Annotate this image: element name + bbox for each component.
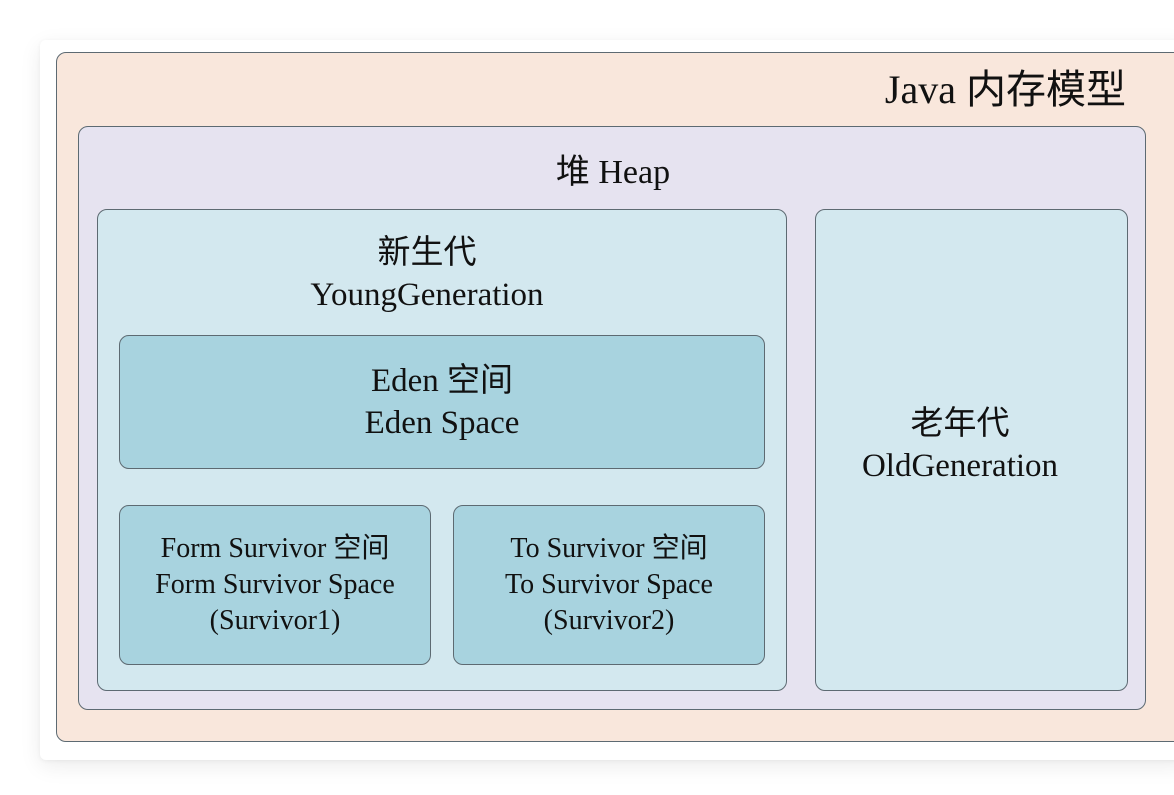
heap-title: 堆 Heap [555,154,671,191]
from-survivor-label: Form Survivor 空间 Form Survivor Space (Su… [119,531,431,639]
to-survivor-label-cn: To Survivor 空间 [510,533,708,564]
eden-space-label-cn: Eden 空间 [370,363,514,399]
young-generation-title-en: YoungGeneration [310,277,544,313]
from-survivor-label-cn: Form Survivor 空间 [160,533,390,564]
from-survivor-box [119,505,431,665]
old-generation-container [815,209,1128,691]
young-generation-title: 新生代 YoungGeneration [97,232,757,316]
eden-space-box [119,335,765,469]
old-generation-title-cn: 老年代 [910,406,1010,442]
old-generation-title: 老年代 OldGeneration [815,403,1105,487]
to-survivor-box [453,505,765,665]
to-survivor-label: To Survivor 空间 To Survivor Space (Surviv… [453,531,765,639]
young-generation-title-cn: 新生代 [377,235,477,271]
diagram-title: Java 内存模型 [884,67,1126,112]
from-survivor-label-en: Form Survivor Space [155,569,395,600]
old-generation-title-en: OldGeneration [861,448,1059,484]
from-survivor-label-alias: (Survivor1) [209,605,341,636]
to-survivor-label-alias: (Survivor2) [543,605,675,636]
eden-space-label: Eden 空间 Eden Space [119,360,765,444]
eden-space-label-en: Eden Space [364,405,520,441]
to-survivor-label-en: To Survivor Space [504,569,713,600]
